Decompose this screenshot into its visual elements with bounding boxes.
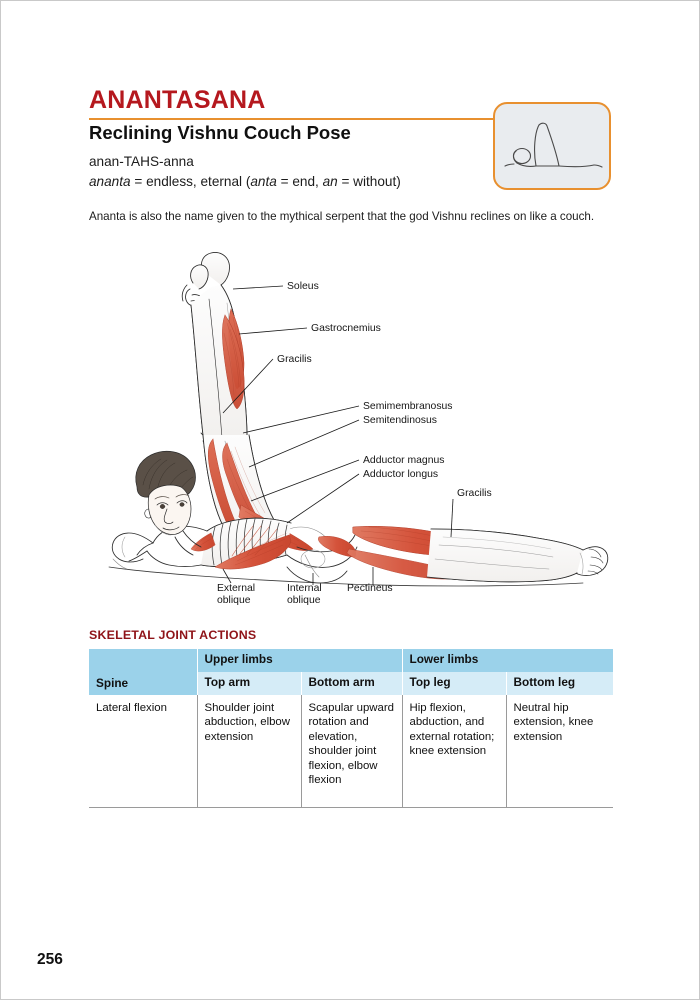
pose-pictogram-box [493, 102, 611, 190]
anantasana-anatomy-figure: Soleus Gastrocnemius Gracilis Semimembra… [108, 252, 609, 606]
table-header-top-arm: Top arm [197, 672, 302, 695]
table-header-spine-cell [89, 649, 198, 695]
pose-pronunciation: anan-TAHS-anna [89, 153, 194, 169]
label-external-oblique-line1: External [217, 583, 255, 594]
label-gracilis-upper: Gracilis [277, 354, 312, 365]
cell-top-leg: Hip flexion, abduction, and external rot… [402, 695, 507, 808]
table-body: Lateral flexion Shoulder joint abduction… [89, 695, 613, 808]
cell-bottom-leg: Neutral hip extension, knee extension [506, 695, 613, 808]
label-adductor-magnus: Adductor magnus [363, 455, 444, 466]
etymology-part-2-definition: = without) [337, 173, 401, 189]
etymology-part-1-definition: = end, [276, 173, 323, 189]
pose-header: ANANTASANA Reclining Vishnu Couch Pose a… [89, 87, 614, 191]
table-header-bottom-arm: Bottom arm [301, 672, 403, 695]
table-header: Upper limbs Lower limbs Top arm Bottom a… [89, 649, 613, 695]
skeletal-joint-actions-table: Upper limbs Lower limbs Top arm Bottom a… [89, 649, 613, 808]
reclining-pose-icon [504, 122, 603, 168]
cell-spine: Lateral flexion [89, 695, 198, 808]
illustration-label-group: Soleus Gastrocnemius Gracilis Semimembra… [217, 281, 492, 606]
label-adductor-longus: Adductor longus [363, 469, 438, 480]
label-gracilis-lower: Gracilis [457, 488, 492, 499]
label-soleus: Soleus [287, 281, 319, 292]
table-header-spine: Spine [96, 676, 129, 690]
etymology-part-2: an [322, 173, 338, 189]
table-column-header-row: Top arm Bottom arm Top leg Bottom leg [89, 672, 613, 695]
pose-description: Ananta is also the name given to the myt… [89, 210, 595, 223]
table-row: Lateral flexion Shoulder joint abduction… [89, 695, 613, 808]
section-title-skeletal-joint-actions: SKELETAL JOINT ACTIONS [89, 628, 257, 642]
label-internal-oblique-line1: Internal [287, 583, 322, 594]
page-number: 256 [37, 951, 63, 968]
label-pectineus: Pectineus [347, 583, 393, 594]
anatomy-illustration: Soleus Gastrocnemius Gracilis Semimembra… [91, 237, 611, 612]
label-internal-oblique-line2: oblique [287, 595, 321, 606]
etymology-part-1: anta [250, 173, 277, 189]
label-semimembranosus: Semimembranosus [363, 401, 453, 412]
etymology-term: ananta [89, 173, 131, 189]
label-semitendinosus: Semitendinosus [363, 415, 437, 426]
table-header-top-leg: Top leg [402, 672, 507, 695]
cell-top-arm: Shoulder joint abduction, elbow extensio… [197, 695, 302, 808]
label-gastrocnemius: Gastrocnemius [311, 323, 381, 334]
pose-english-title: Reclining Vishnu Couch Pose [89, 122, 351, 144]
etymology-definition: = endless, eternal ( [130, 173, 251, 189]
label-external-oblique-line2: oblique [217, 595, 251, 606]
table-group-header-upper-limbs: Upper limbs [197, 649, 403, 672]
table-group-header-row: Upper limbs Lower limbs [89, 649, 613, 695]
title-divider-rule [89, 118, 499, 120]
pose-etymology: ananta = endless, eternal (anta = end, a… [89, 173, 614, 191]
table-header-bottom-leg: Bottom leg [506, 672, 613, 695]
page-title: ANANTASANA [89, 86, 266, 114]
cell-bottom-arm: Scapular upward rotation and elevation, … [301, 695, 403, 808]
table-group-header-lower-limbs: Lower limbs [402, 649, 613, 672]
